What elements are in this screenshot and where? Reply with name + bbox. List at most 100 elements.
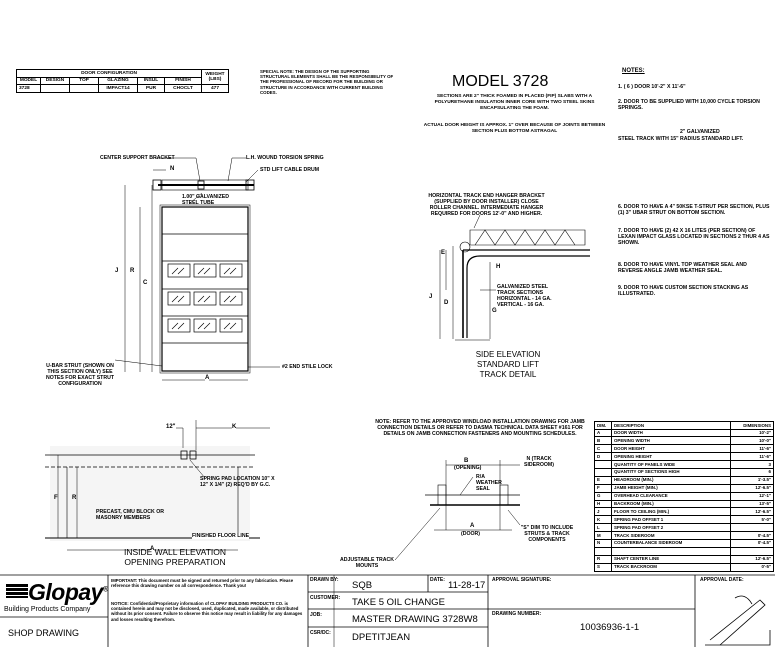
side-caption-2: STANDARD LIFT [476, 360, 540, 369]
note-1: 1. ( 6 ) DOOR 10'-2" X 11'-6" [618, 84, 686, 90]
dims-cell-value: 13'-5" [730, 499, 774, 509]
csr-label: CSR/DC: [310, 630, 331, 636]
dims-cell-value: 12'-6.5" [730, 507, 774, 517]
ubar-note: U-BAR STRUT (SHOWN ON THIS SECTION ONLY)… [45, 363, 114, 387]
dims-cell-desc: OVERHEAD CLEARANCE [611, 491, 731, 501]
dim-c-label: C [143, 280, 148, 286]
side-dim-j: J [429, 294, 433, 300]
dims-cell-desc: DOOR WIDTH [611, 428, 731, 438]
plan-dim-a: A [470, 523, 475, 529]
dims-header-dim: DIM. [594, 421, 612, 430]
approval-date-label: APPROVAL DATE: [700, 577, 744, 583]
wall-caption-2: OPENING PREPARATION [124, 557, 226, 567]
company-name: Building Products Company [4, 606, 91, 613]
logo-text: Glopay [28, 579, 103, 605]
customer-label: CUSTOMER: [310, 595, 341, 601]
dims-cell-dim: M [594, 531, 612, 540]
model-title: MODEL 3728 [452, 73, 549, 90]
dim-n-label: N [170, 166, 175, 172]
dims-cell-value: 11'-6" [730, 452, 774, 462]
dims-cell-dim: K [594, 515, 612, 525]
note-3a: 2" GALVANIZED [680, 129, 720, 135]
csr-value: DPETITJEAN [352, 632, 411, 643]
dims-cell-desc: JAMB HEIGHT (MIN.) [611, 483, 731, 493]
dims-cell-dim: A [594, 428, 612, 438]
dim-j-label: J [115, 268, 119, 274]
dims-cell-dim: R [594, 554, 612, 564]
note-8: 8. DOOR TO HAVE VINYL TOP WEATHER SEAL A… [618, 262, 747, 274]
plan-opening: (OPENING) [454, 465, 482, 471]
dims-cell-value: 12'-6.5" [730, 483, 774, 493]
dims-cell-desc: SPRING PAD OFFSET 2 [611, 523, 731, 533]
side-elevation-caption: SIDE ELEVATION STANDARD LIFT TRACK DETAI… [462, 350, 554, 380]
dim-r-label: R [130, 268, 135, 274]
note-2: 2. DOOR TO BE SUPPLIED WITH 10,000 CYCLE… [618, 99, 760, 111]
dims-cell-dim: E [594, 475, 612, 485]
block-label: PRECAST, CMU BLOCK OR MASONRY MEMBERS [96, 509, 165, 521]
dims-cell-dim [594, 546, 612, 556]
dims-cell-value [730, 546, 774, 556]
drawing-number-value: 10036936-1-1 [580, 622, 640, 633]
dims-cell-dim: C [594, 444, 612, 454]
floor-line-label: FINISHED FLOOR LINE [192, 533, 250, 539]
note-7: 7. DOOR TO HAVE (2) 42 X 16 LITES (PER S… [618, 228, 770, 246]
dims-cell-dim: F [594, 483, 612, 493]
dims-cell-dim: S [594, 562, 612, 572]
dims-cell-desc: OPENING HEIGHT [611, 452, 731, 462]
height-note: ACTUAL DOOR HEIGHT IS APPROX. 1" OVER BE… [423, 123, 606, 134]
wall-dim-a: A [150, 546, 155, 552]
dims-cell-value: 12'-1" [730, 491, 774, 501]
end-stile-label: #2 END STILE LOCK [282, 364, 333, 370]
date-label: DATE: [430, 577, 445, 583]
dims-cell-value [730, 523, 774, 533]
dims-cell-value: 6 [730, 467, 774, 477]
cable-drum-label: STD LIFT CABLE DRUM [260, 167, 320, 173]
dims-cell-value: 10'-2" [730, 428, 774, 438]
logo-bars-icon [6, 584, 28, 598]
dims-header-value: DIMENSIONS [730, 421, 774, 430]
door-configuration-table: DOOR CONFIGURATION WEIGHT (LBS) MODEL DE… [16, 69, 229, 93]
bracket-note: HORIZONTAL TRACK END HANGER BRACKET (SUP… [428, 193, 545, 217]
approval-signature-label: APPROVAL SIGNATURE: [492, 577, 552, 583]
dims-cell-desc: BACKROOM (MIN.) [611, 499, 731, 509]
plan-dim-b: B [464, 458, 469, 464]
dims-cell-dim: B [594, 436, 612, 446]
steel-tube-label: 1.00" GALVANIZED STEEL TUBE [182, 194, 229, 206]
dims-cell-desc: QUANTITY OF SECTIONS HIGH [611, 467, 731, 477]
dims-cell-dim: J [594, 507, 612, 517]
dims-cell-desc: SPRING PAD OFFSET 1 [611, 515, 731, 525]
dim-k-label: K [232, 424, 237, 430]
dims-cell-dim: L [594, 523, 612, 533]
spring-pad-label: SPRING PAD LOCATION 10" X 12" X 1/4" (2)… [200, 476, 275, 488]
dims-cell-value: 0'-5" [730, 562, 774, 572]
wall-caption: INSIDE WALL ELEVATION OPENING PREPARATIO… [110, 547, 240, 567]
dims-cell-dim: H [594, 499, 612, 509]
drawing-number-label: DRAWING NUMBER: [492, 611, 542, 617]
dims-cell-dim [594, 460, 612, 469]
plan-s-dim: "S" DIM TO INCLUDE STRUTS & TRACK COMPON… [520, 525, 574, 543]
customer-value: TAKE 5 OIL CHANGE [352, 597, 445, 608]
center-bracket-label: CENTER SUPPORT BRACKET [100, 155, 175, 161]
dims-cell-value: 10'-0" [730, 436, 774, 446]
side-dim-e: E [441, 250, 446, 256]
config-cell-weight: 477 [201, 84, 229, 93]
model-description: SECTIONS ARE 2" THICK FOAMED IN PLACED (… [434, 94, 595, 111]
drawn-by-value: SQB [352, 580, 373, 591]
wall-caption-1: INSIDE WALL ELEVATION [123, 547, 227, 557]
note-6: 6. DOOR TO HAVE A 4" 50KSE T-STRUT PER S… [618, 204, 770, 216]
dims-cell-desc: DOOR HEIGHT [611, 444, 731, 454]
side-dim-g: G [492, 308, 497, 314]
dims-cell-value: 0'-4.5" [730, 531, 774, 540]
dims-cell-value: 12'-6.5" [730, 554, 774, 564]
side-caption-1: SIDE ELEVATION [475, 350, 541, 359]
